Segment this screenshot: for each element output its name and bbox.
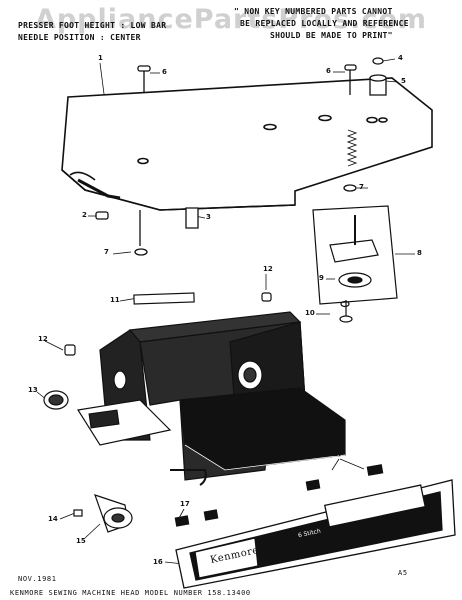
nameplate-badge xyxy=(174,464,456,589)
header-right-line1: " NON KEY NUMBERED PARTS CANNOT xyxy=(234,7,393,16)
callout-6b: 6 xyxy=(326,67,331,75)
bracket-assembly xyxy=(312,205,398,323)
callout-6a: 6 xyxy=(162,68,167,76)
callout-17a: 17 xyxy=(180,500,190,508)
callout-2: 2 xyxy=(82,211,87,219)
callout-9: 9 xyxy=(319,274,324,282)
header-left-line2: NEEDLE POSITION : CENTER xyxy=(18,33,141,42)
footer-caption: KENMORE SEWING MACHINE HEAD MODEL NUMBER… xyxy=(10,589,251,597)
top-cover-plate xyxy=(61,77,433,211)
callout-4: 4 xyxy=(398,54,403,62)
label-strip xyxy=(133,292,195,305)
leader-lines xyxy=(36,58,415,565)
screws xyxy=(95,57,387,256)
callout-7a: 7 xyxy=(359,183,364,191)
footer-date: NOV.1981 xyxy=(18,575,57,583)
knobs xyxy=(43,292,272,533)
callout-5: 5 xyxy=(401,77,406,85)
callout-16: 16 xyxy=(153,558,163,566)
callout-14: 14 xyxy=(48,515,58,523)
callout-13: 13 xyxy=(28,386,38,394)
callout-7b: 7 xyxy=(104,248,109,256)
header-left-line1: PRESSER FOOT HEIGHT : LOW BAR xyxy=(18,21,167,30)
callout-1: 1 xyxy=(98,54,103,62)
machine-head xyxy=(77,311,346,486)
watermark: AppliancePartsPros.com xyxy=(34,4,428,35)
callout-8: 8 xyxy=(417,249,422,257)
header-right-line3: SHOULD BE MADE TO PRINT" xyxy=(270,31,393,40)
callout-3: 3 xyxy=(206,213,211,221)
callout-12b: 12 xyxy=(38,335,48,343)
callout-10: 10 xyxy=(305,309,315,317)
callout-17b: 17 xyxy=(333,450,343,458)
callout-11: 11 xyxy=(110,296,120,304)
header-right-line2: BE REPLACED LOCALLY AND REFERENCE xyxy=(240,19,409,28)
footer-page: A5 xyxy=(398,569,408,577)
callout-15: 15 xyxy=(76,537,86,545)
spring xyxy=(346,129,358,167)
callout-12a: 12 xyxy=(263,265,273,273)
